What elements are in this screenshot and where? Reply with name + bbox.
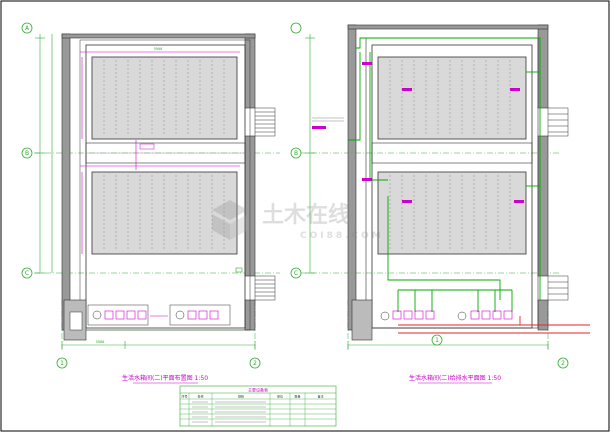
right-note-lines [312, 117, 344, 122]
bubble-col-2-label: 2 [253, 360, 257, 367]
left-pump-area [63, 299, 231, 341]
right-grid-bubbles [290, 22, 569, 369]
table-header-name: 名称 [197, 394, 203, 399]
supply-pipes [348, 37, 541, 312]
left-stair [254, 107, 276, 301]
right-pump-area [351, 299, 513, 341]
table-header-unit: 单位 [277, 394, 283, 399]
table-header-spec: 规格 [238, 394, 244, 399]
watermark-logo [212, 200, 248, 240]
right-partition [371, 142, 533, 164]
right-tank-upper [377, 56, 527, 140]
right-bubble-col-2-label: 2 [561, 360, 565, 367]
bubble-col-2 [249, 357, 261, 369]
bubble-row-b [21, 147, 33, 159]
table-header-note: 备注 [317, 394, 323, 399]
right-plan: B C 1 2 生活水箱间(二)给排水平面图 1:50 [290, 22, 590, 384]
right-magenta-tags [312, 62, 524, 203]
left-magenta-dims [80, 51, 240, 254]
left-grid-bubbles [21, 22, 261, 369]
left-top-dim-text: 5900 [154, 47, 162, 51]
bubble-row-c [21, 267, 33, 279]
left-tank-lower [91, 171, 238, 255]
equipment-table-title: 主要设备表 [248, 387, 268, 393]
bubble-row-top-label: A [25, 25, 30, 32]
right-walls [347, 24, 549, 331]
right-bubble-row-c-label: C [294, 270, 298, 277]
left-column-axes [61, 300, 256, 352]
left-plan: A B C 1 2 5900 5900 生活水箱间(二)平面布置图 1:50 [21, 22, 280, 384]
right-bubble-row-b-label: B [294, 150, 298, 157]
right-plan-title: 生活水箱间(二)给排水平面图 1:50 [409, 374, 501, 382]
left-plan-title: 生活水箱间(二)平面布置图 1:50 [122, 374, 208, 382]
bubble-col-1-label: 1 [60, 360, 64, 367]
left-vertical-dimension [35, 34, 53, 274]
left-partition [85, 142, 246, 164]
fire-pipes [398, 316, 590, 334]
equipment-table: 主要设备表 序号 名称 规格 单位 数量 备注 [179, 385, 337, 427]
right-bubble-col-1-label: 1 [435, 337, 439, 344]
left-bottom-dim-text: 5900 [96, 340, 104, 344]
watermark-text-en: COI88.COM [300, 231, 384, 241]
watermark-text-cn: 土木在线 [262, 202, 350, 228]
table-header-index: 序号 [181, 394, 187, 399]
bubble-row-c-label: C [25, 270, 29, 277]
right-tank-lower [377, 171, 527, 255]
bubble-row-b-label: B [25, 150, 29, 157]
table-header-qty: 数量 [294, 394, 300, 399]
left-tank-upper [91, 56, 238, 140]
bubble-row-top [21, 22, 33, 34]
left-room-outline [85, 44, 246, 329]
right-stair [547, 107, 569, 301]
watermark: 土木在线 COI88.COM [212, 200, 384, 241]
left-bottom-dimension [61, 329, 256, 349]
bubble-col-1 [56, 357, 68, 369]
